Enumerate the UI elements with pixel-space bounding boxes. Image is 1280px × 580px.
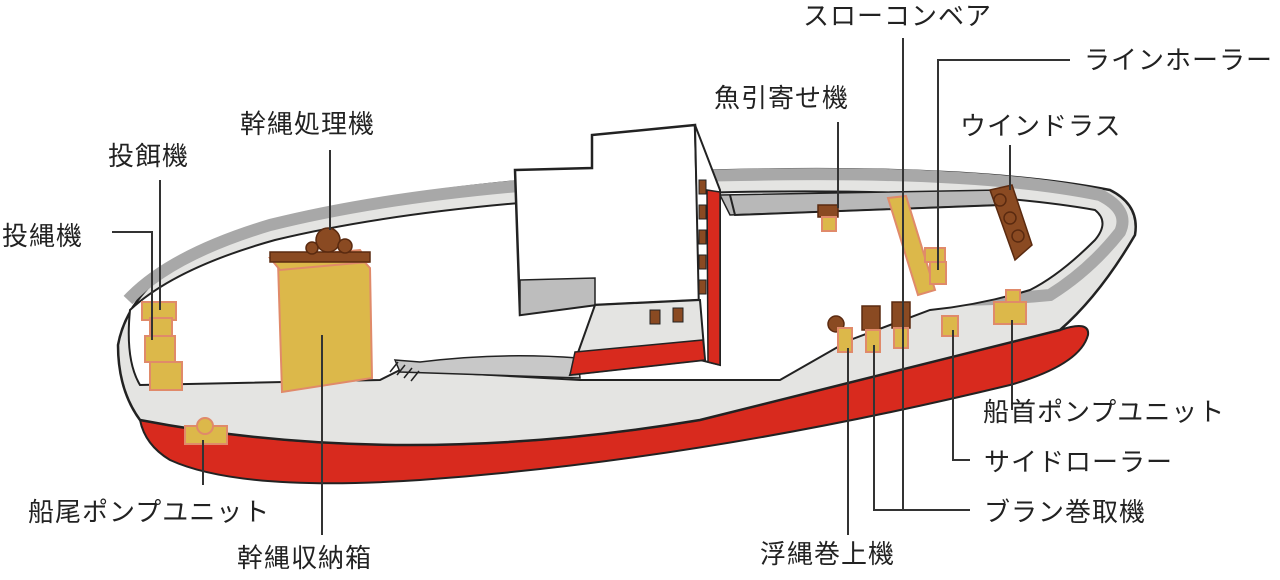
- windlass-machine: [989, 184, 1033, 262]
- label-fish-puller: 魚引寄せ機: [714, 84, 850, 114]
- bow-pump-unit-machine: [993, 289, 1027, 325]
- float-line-winder-machine: [827, 315, 853, 353]
- bridge-port-1: [649, 309, 661, 325]
- label-bow-pump-unit: 船首ポンプユニット: [983, 398, 1226, 428]
- label-buoy-reel: ブラン巻取機: [984, 498, 1147, 528]
- label-side-roller: サイドローラー: [984, 448, 1174, 478]
- label-stern-pump-unit: 船尾ポンプユニット: [28, 498, 271, 528]
- stern-ramp-hatch: [389, 361, 420, 382]
- bridge-base-red: [569, 339, 706, 376]
- leader-line-hauler: [937, 59, 1070, 270]
- leader-line-thrower: [112, 231, 153, 340]
- stern-pump-unit-machine: [184, 417, 228, 445]
- leader-buoy-reel: [873, 345, 970, 511]
- leader-side-roller: [952, 330, 970, 461]
- line-hauler-machine: [924, 247, 947, 285]
- bridge-side-red: [706, 189, 721, 366]
- label-line-thrower: 投縄機: [2, 222, 84, 252]
- mainline-storage-box: [276, 253, 374, 394]
- mainline-processor-machine: [269, 227, 371, 263]
- bridge-port-2: [672, 307, 684, 323]
- slow-conveyor-machine: [886, 194, 937, 297]
- label-line-hauler: ラインホーラー: [1084, 46, 1274, 76]
- fish-puller-machine: [817, 204, 839, 232]
- label-slow-conveyor: スローコンベア: [803, 2, 993, 32]
- label-float-line-winder: 浮縄巻上機: [760, 540, 896, 570]
- label-windlass: ウインドラス: [960, 112, 1122, 142]
- bridge-windows: [698, 179, 707, 295]
- label-bait-thrower: 投餌機: [108, 142, 190, 172]
- line-thrower-machine: [144, 335, 183, 391]
- bulwark-rim: [123, 168, 1129, 306]
- label-mainline-storage: 幹縄収納箱: [237, 544, 373, 574]
- label-mainline-processor: 幹縄処理機: [240, 110, 376, 140]
- bait-thrower-machine: [141, 301, 177, 339]
- side-roller-machine: [941, 315, 959, 337]
